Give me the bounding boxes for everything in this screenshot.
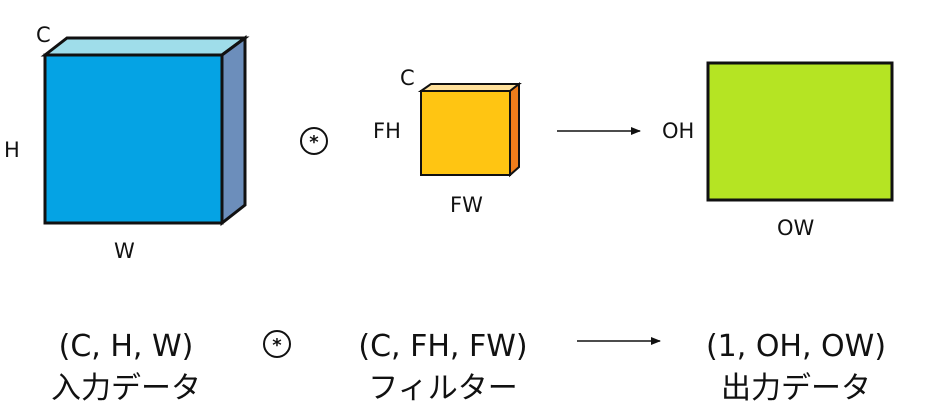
input-name-text: 入力データ <box>51 371 201 406</box>
convolution-operator-top: * <box>300 127 328 155</box>
convolution-operator-bottom: * <box>263 330 291 358</box>
input-data-cube <box>40 35 250 227</box>
output-height-label: OH <box>662 119 694 143</box>
input-cube-front-face <box>43 53 224 225</box>
filter-cube-front-face <box>420 90 511 176</box>
svg-text:*: * <box>272 335 282 356</box>
input-cube-top-face <box>40 36 250 57</box>
output-width-label: OW <box>777 216 815 240</box>
input-cube-side-face <box>220 35 247 227</box>
input-height-label: H <box>4 138 20 162</box>
output-shape-text: (1, OH, OW) <box>706 329 886 364</box>
filter-width-label: FW <box>450 193 483 217</box>
filter-channel-label: C <box>400 66 415 90</box>
filter-cube-side-face <box>509 81 520 178</box>
filter-cube-top-face <box>417 83 522 92</box>
filter-name-text: フィルター <box>368 371 517 406</box>
input-channel-label: C <box>36 23 51 47</box>
svg-text:*: * <box>309 132 319 153</box>
input-shape-text: (C, H, W) <box>59 329 194 364</box>
filter-cube <box>417 81 522 178</box>
output-data-rect <box>706 61 894 202</box>
filter-shape-text: (C, FH, FW) <box>358 329 527 364</box>
output-name-text: 出力データ <box>721 371 871 406</box>
filter-height-label: FH <box>373 119 401 143</box>
input-width-label: W <box>114 239 135 263</box>
